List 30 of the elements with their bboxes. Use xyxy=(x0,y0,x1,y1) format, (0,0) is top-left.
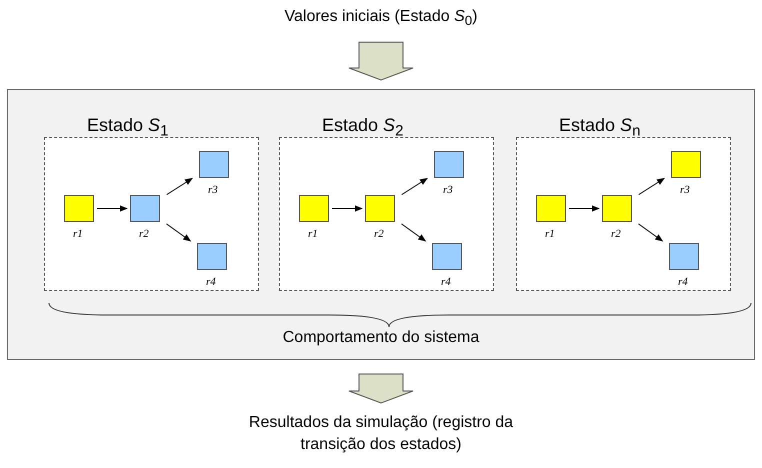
node-label: r2 xyxy=(611,228,621,240)
arrow xyxy=(638,178,665,196)
node-label: r4 xyxy=(678,276,688,288)
system-panel xyxy=(7,89,755,360)
arrow xyxy=(568,205,600,212)
state-heading: Estado S$_{2}$ xyxy=(322,115,404,142)
arrow xyxy=(401,178,428,196)
arrow xyxy=(166,178,193,196)
block-arrow xyxy=(348,42,414,81)
input-label: Valores iniciais (Estado S$_{0}$) xyxy=(284,8,478,28)
node-label: r2 xyxy=(374,228,384,240)
arrow xyxy=(401,223,426,242)
output-label: Resultados da simulação (registro da transição dos estados) xyxy=(236,412,526,456)
panel-label: Comportamento do sistema xyxy=(282,329,480,347)
arrow xyxy=(166,223,192,242)
node-label: r3 xyxy=(208,184,218,196)
state-heading: Estado S$_{1}$ xyxy=(87,115,168,142)
arrow xyxy=(638,223,664,242)
node-label: r4 xyxy=(441,276,451,288)
node-label: r4 xyxy=(206,276,216,288)
arrow xyxy=(332,205,363,212)
node-label: r1 xyxy=(73,228,83,240)
node-label: r3 xyxy=(680,184,690,196)
block-arrow xyxy=(348,374,414,404)
arrow xyxy=(96,205,128,212)
node-label: r3 xyxy=(443,184,453,196)
node-label: r2 xyxy=(139,228,149,240)
state-heading: Estado S$_{n}$ xyxy=(559,115,640,142)
node-label: r1 xyxy=(308,228,318,240)
node-label: r1 xyxy=(545,228,555,240)
